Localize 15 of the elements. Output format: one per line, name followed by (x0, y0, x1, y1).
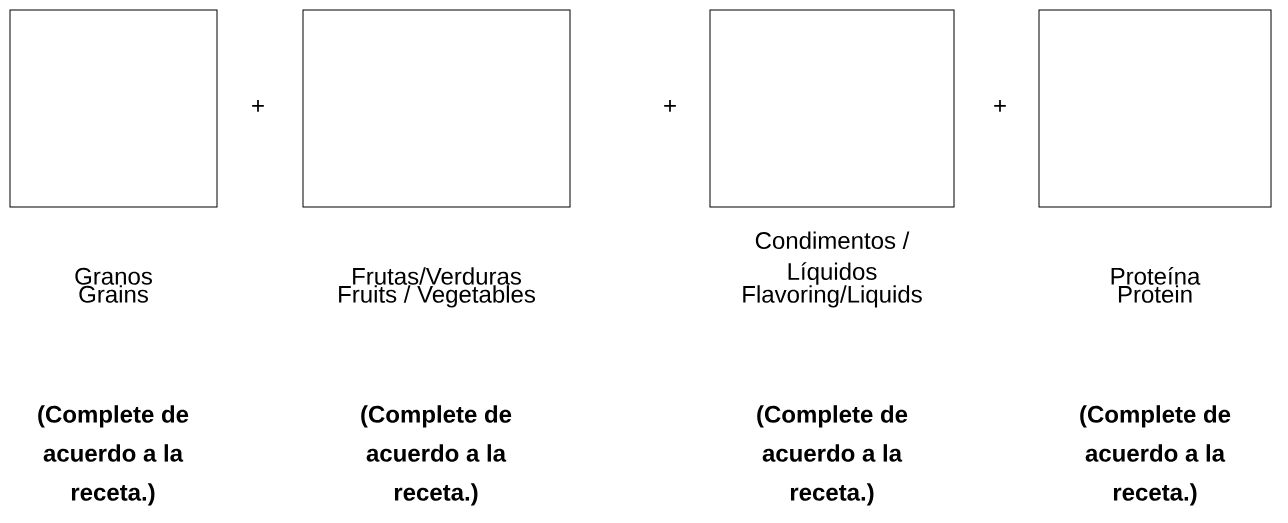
instruction-text: (Complete de acuerdo a la receta.) (38, 405, 189, 506)
box-caption: Proteína (1111, 266, 1201, 285)
box-caption: Grains (79, 285, 148, 303)
box-caption: Condimentos / Líquidos (755, 231, 910, 285)
box-caption: Frutas/Verduras (353, 267, 521, 285)
box-caption: Fruits / Vegetables (339, 285, 535, 308)
instruction-text: (Complete de acuerdo a la receta.) (1080, 405, 1231, 506)
plus-sign: + (664, 100, 676, 112)
instruction-text: (Complete de acuerdo a la receta.) (361, 405, 512, 506)
box-caption: Granos (75, 267, 152, 285)
instruction-text: (Complete de acuerdo a la receta.) (757, 405, 908, 506)
plus-sign: + (994, 100, 1006, 112)
box-caption: Flavoring/Liquids (743, 285, 922, 308)
plus-sign: + (252, 100, 264, 112)
box-caption: Protein (1118, 285, 1192, 303)
